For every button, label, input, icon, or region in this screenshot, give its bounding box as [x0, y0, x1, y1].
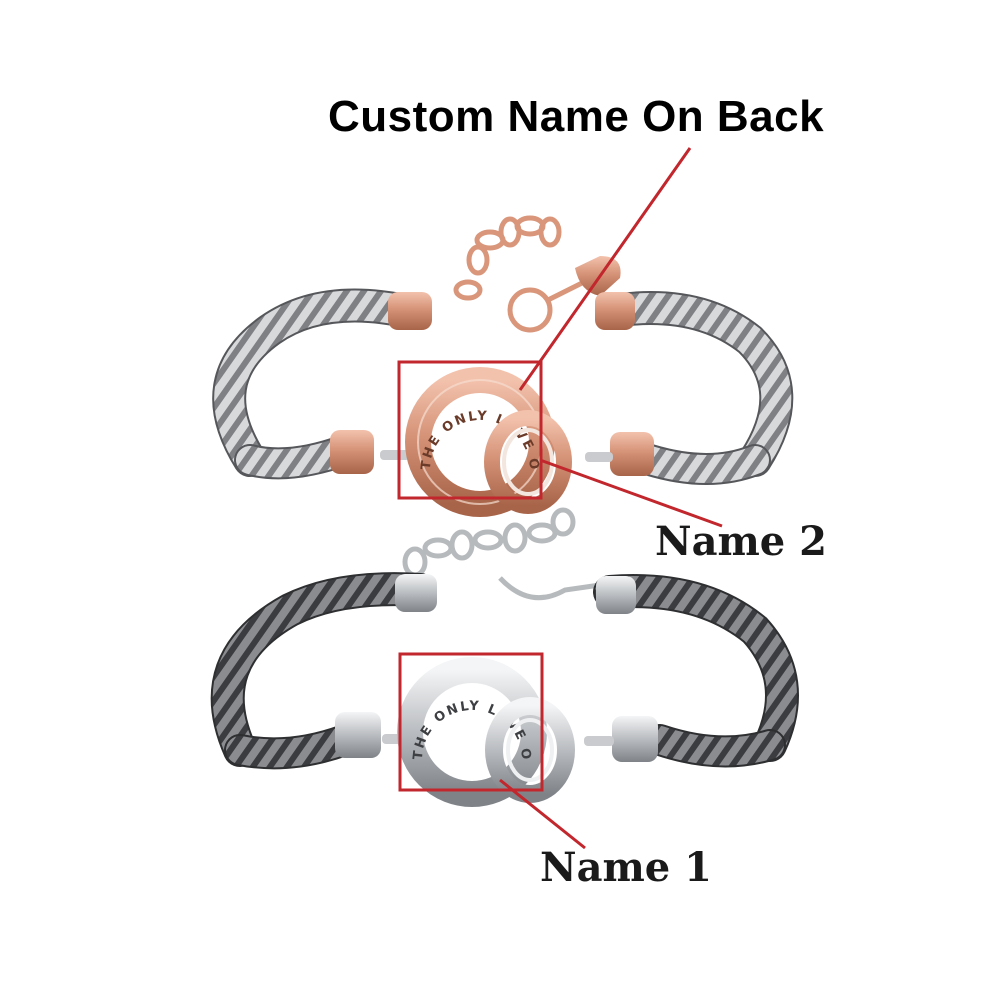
end-cap	[330, 430, 374, 474]
name-2-label: Name 2	[655, 518, 828, 565]
highlight-box-bottom	[398, 652, 544, 792]
ring-engraving: THE ONLY LOVE OF MY LIFE	[0, 0, 541, 472]
bottom-extender-chain	[402, 507, 601, 601]
custom-name-headline: Custom Name On Back	[328, 92, 825, 141]
end-cap	[596, 576, 636, 614]
end-cap	[610, 432, 654, 476]
name-1-label: Name 1	[540, 844, 713, 891]
heart-charm	[575, 256, 621, 296]
end-cap	[595, 292, 635, 330]
name-ring	[484, 410, 572, 514]
top-bracelet: THE ONLY LOVE OF MY LIFE	[0, 0, 794, 517]
leader-line-headline	[518, 147, 692, 391]
end-cap	[388, 292, 432, 330]
leader-line-name-2	[539, 458, 723, 528]
highlight-annotations	[397, 147, 723, 850]
end-cap	[335, 712, 381, 758]
top-extender-chain	[453, 215, 590, 333]
end-cap	[395, 574, 437, 612]
name-ring	[485, 697, 575, 803]
engraved-ring	[397, 657, 547, 807]
end-cap	[612, 716, 658, 762]
highlight-box-top	[397, 360, 543, 500]
leader-line-name-1	[499, 778, 586, 850]
